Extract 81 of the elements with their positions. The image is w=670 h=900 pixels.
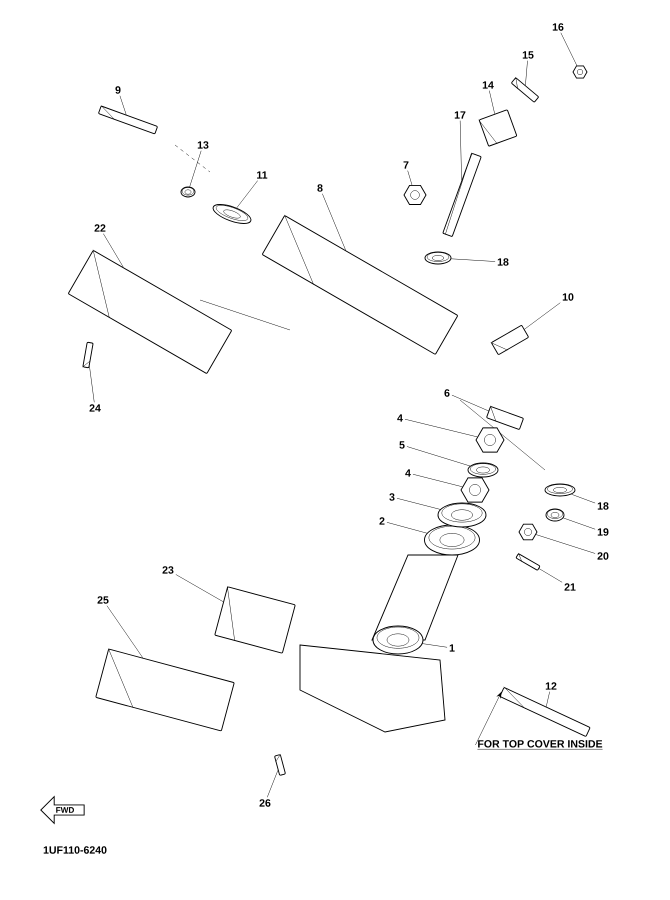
leader-line [422,643,448,648]
callout-number: 10 [562,293,574,301]
part-drawing [214,586,296,654]
leader-line [386,522,428,534]
callout-number: 25 [98,596,109,604]
leader-line [460,120,462,180]
leader-line [89,366,94,403]
leader-line [406,446,470,466]
leader-line [489,90,495,114]
callout-number: 26 [260,799,270,807]
callout-number: 8 [317,184,323,192]
callout-number: 4 [397,414,403,422]
callout-number: 4 [405,469,411,477]
callout-number: 5 [399,441,405,449]
part-drawing [262,214,458,355]
callout-number: 22 [94,224,106,232]
part-drawing [438,502,486,528]
callout-number: 17 [454,111,466,119]
callout-number: 18 [498,258,509,266]
part-drawing [98,105,158,134]
leader-line [563,518,596,530]
part-drawing [546,508,564,522]
leader-line [524,302,561,330]
callout-number: 20 [598,552,608,560]
leader-line [236,180,258,208]
part-drawing [274,754,286,776]
part-drawing [478,110,518,146]
part-drawing [516,552,540,570]
leader-line [560,32,578,66]
leader-line [546,691,550,707]
part-drawing [544,484,576,496]
callout-number: 16 [552,23,564,31]
part-number: 1UF110-6240 [44,846,107,854]
callout-number: 15 [522,51,534,59]
part-drawing [68,249,232,374]
part-drawing [486,406,524,430]
leader-arrow [475,692,502,746]
leader-line [451,258,496,262]
part-drawing [212,204,252,224]
part-drawing [424,252,452,264]
part-drawing [490,325,529,355]
part-drawing [424,524,480,556]
note-text: FOR TOP COVER INSIDE [477,740,603,750]
leader-line [106,605,143,658]
part-drawing [180,186,196,198]
leader-line [322,193,346,250]
part-drawing [82,342,94,368]
part-drawing [442,152,482,237]
leader-line [407,170,412,186]
callout-number: 19 [598,528,608,536]
leader-line [452,394,489,412]
callout-number: 24 [90,404,101,412]
part-drawing [372,626,424,654]
callout-number: 14 [482,81,494,89]
leader-line [176,574,224,602]
part-drawing [96,648,234,732]
callout-number: 6 [444,389,450,397]
callout-number: 3 [389,493,395,501]
part-drawing [511,76,539,102]
callout-number: 23 [162,566,174,574]
callout-number: 13 [198,141,208,149]
leader-line [396,498,440,510]
leader-line [267,770,278,798]
callout-number: 7 [404,161,408,169]
leader-line [120,95,126,115]
callout-number: 11 [257,171,268,179]
leader-line [571,494,596,504]
leader-line [538,568,562,583]
part-drawing [468,462,498,478]
callout-number: 1 [450,644,455,652]
callout-number: 9 [115,86,121,94]
callout-number: 18 [598,502,609,510]
callout-number: 12 [546,682,556,690]
leader-line [103,233,124,268]
callout-number: 21 [564,583,576,591]
leader-line [189,150,202,187]
callout-number: 2 [379,517,384,525]
leader-line [525,60,528,86]
leader-line [404,418,478,438]
leader-line [536,534,596,554]
leader-line [412,474,463,487]
